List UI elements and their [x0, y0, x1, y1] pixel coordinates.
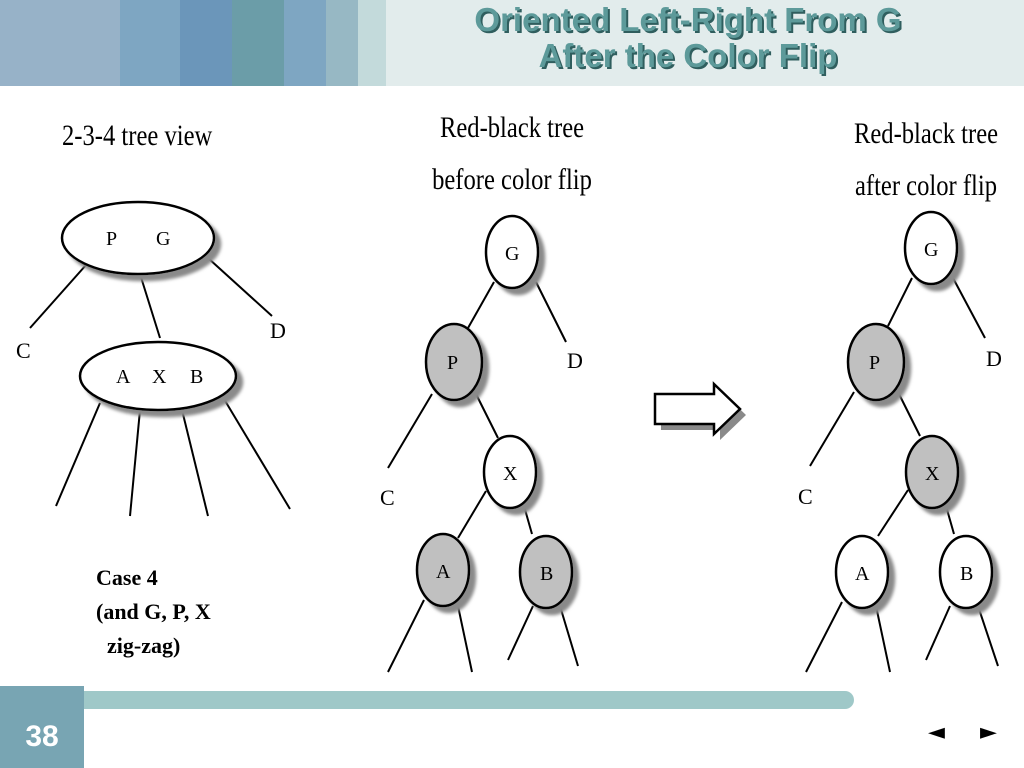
node-key: P: [447, 352, 459, 374]
slide-title-line: Oriented Left-Right From G: [474, 1, 902, 38]
tree234-edge: [223, 398, 291, 510]
tree234-node-bottom: [78, 340, 238, 412]
node-key: X: [925, 463, 940, 485]
leaf-label: D: [270, 318, 286, 343]
rb-edge: [945, 505, 955, 535]
rb-node-p: [846, 322, 906, 402]
node-key: P: [869, 352, 881, 374]
rb-node-b: [518, 534, 574, 610]
rb-edge: [457, 490, 487, 539]
tree234-edge: [55, 402, 101, 507]
tree234-panel: [29, 200, 291, 517]
rb-node-b: [938, 534, 994, 610]
node-key: X: [503, 463, 518, 485]
slide-title: Oriented Left-Right From G After the Col…: [386, 2, 990, 74]
node-key: B: [960, 563, 974, 585]
rb-before-caption: Red-black tree: [439, 111, 585, 144]
node-key: A: [855, 563, 870, 585]
tree234-edge: [139, 273, 161, 339]
tree-diagram: [29, 200, 999, 673]
tree234-caption: 2-3-4 tree view: [62, 119, 213, 152]
rb-edge: [457, 605, 473, 673]
rb-edge: [467, 281, 495, 329]
rb-edge: [387, 393, 433, 469]
header-band: [0, 0, 120, 86]
header-band: [326, 0, 358, 86]
rb-edge: [925, 605, 951, 661]
rb-edge: [535, 281, 567, 343]
rb-after-caption: Red-black tree: [853, 117, 999, 150]
node-key: P: [106, 228, 118, 250]
tree234-edge: [29, 264, 87, 329]
rb-edge: [507, 605, 534, 661]
leaf-label: D: [567, 348, 583, 373]
case-note-line: zig-zag): [96, 633, 181, 658]
rb-edge: [559, 605, 579, 667]
page-number-box: [0, 686, 84, 768]
rb-node-g: [484, 214, 540, 290]
rb-edge: [887, 277, 913, 327]
header-banner: Oriented Left-Right From G After the Col…: [0, 0, 1024, 86]
node-key: B: [190, 366, 204, 388]
footer-bar: [26, 691, 854, 709]
transform-arrow: [653, 381, 746, 440]
rb-node-p: [424, 322, 484, 402]
leaf-label: C: [16, 338, 31, 363]
tree234-edge: [181, 409, 209, 517]
leaf-label: C: [798, 484, 813, 509]
node-key: G: [505, 243, 520, 265]
rb-tree-after: [805, 210, 999, 673]
page-number: 38: [25, 720, 59, 753]
case-note-line: (and G, P, X: [96, 599, 211, 624]
node-key: A: [116, 366, 131, 388]
node-key: G: [924, 239, 939, 261]
tree234-node-top: [60, 200, 216, 276]
node-key: G: [156, 228, 171, 250]
header-band: [120, 0, 180, 86]
slide-title-line: After the Color Flip: [538, 37, 838, 74]
rb-edge: [809, 391, 855, 467]
header-band: [284, 0, 326, 86]
rb-node-x: [904, 434, 960, 510]
case-note-line: Case 4: [96, 565, 158, 590]
rb-edge: [387, 599, 425, 673]
header-band: [358, 0, 386, 86]
rb-after-caption: after color flip: [854, 169, 998, 202]
rb-node-x: [482, 434, 538, 510]
rb-tree-before: [387, 214, 579, 673]
rb-edge: [877, 489, 909, 537]
rb-node-g: [903, 210, 959, 286]
leaf-label: D: [986, 346, 1002, 371]
node-key: X: [152, 366, 167, 388]
rb-edge: [523, 505, 533, 535]
rb-node-a: [834, 534, 890, 610]
next-slide-button[interactable]: ►: [980, 720, 997, 745]
tree234-edge: [207, 257, 273, 317]
leaf-label: C: [380, 485, 395, 510]
rb-edge: [805, 601, 843, 673]
node-key: A: [436, 561, 451, 583]
rb-edge: [952, 277, 986, 339]
rb-edge: [977, 605, 999, 667]
rb-edge: [897, 391, 921, 437]
prev-slide-button[interactable]: ◄: [928, 720, 945, 745]
header-band: [232, 0, 284, 86]
rb-edge: [875, 605, 891, 673]
tree234-edge: [129, 409, 141, 517]
rb-edge: [475, 393, 499, 439]
rb-node-a: [415, 532, 471, 608]
rb-before-caption: before color flip: [432, 163, 592, 196]
node-key: B: [540, 563, 554, 585]
header-band: [180, 0, 232, 86]
